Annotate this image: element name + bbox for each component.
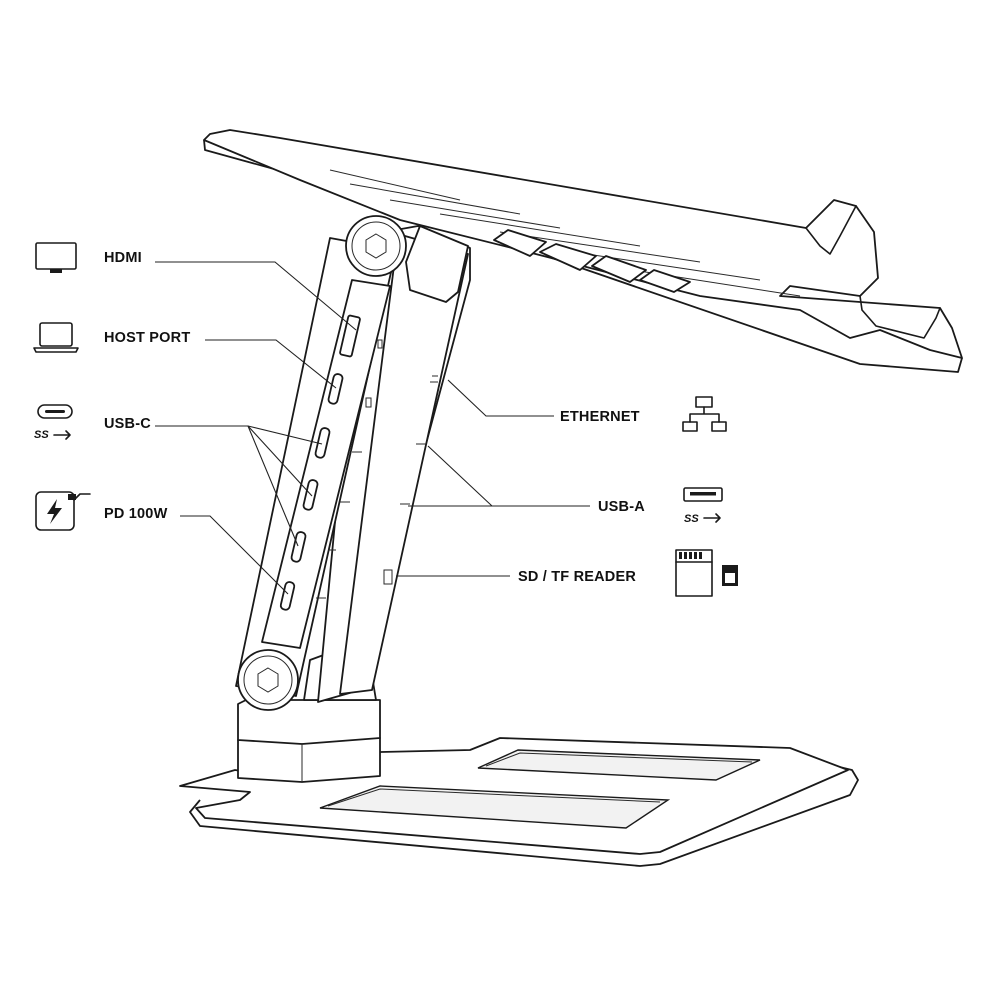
- usb-c-port-3: [290, 531, 307, 563]
- network-icon: [682, 396, 727, 432]
- laptop-icon: [33, 322, 79, 353]
- usb-a-port-icon: SS: [683, 487, 723, 525]
- usb-c-port-1: [314, 427, 331, 459]
- leader-lines: [155, 261, 590, 595]
- label-host-port: HOST PORT: [104, 330, 190, 346]
- base-plate: [179, 737, 859, 867]
- power-delivery-icon: [35, 491, 91, 531]
- sd-card-icon: [675, 549, 738, 597]
- monitor-icon: [35, 242, 77, 273]
- usb-c-port-icon: SS: [34, 404, 73, 441]
- label-usb-c: USB-C: [104, 416, 151, 432]
- laptop-tray: [203, 129, 963, 373]
- side-ports: [383, 375, 438, 585]
- usb-a-ss-badge: SS: [684, 513, 699, 525]
- label-hdmi: HDMI: [104, 250, 142, 266]
- label-usb-a: USB-A: [598, 499, 645, 515]
- pd-port: [279, 581, 296, 611]
- label-sd-tf: SD / TF READER: [518, 569, 636, 585]
- host-port: [327, 373, 344, 405]
- hdmi-port: [339, 314, 361, 358]
- label-pd: PD 100W: [104, 506, 168, 522]
- usb-c-ss-badge: SS: [34, 429, 49, 441]
- sd-slot: [383, 569, 393, 585]
- arm: [235, 215, 471, 711]
- label-ethernet: ETHERNET: [560, 409, 640, 425]
